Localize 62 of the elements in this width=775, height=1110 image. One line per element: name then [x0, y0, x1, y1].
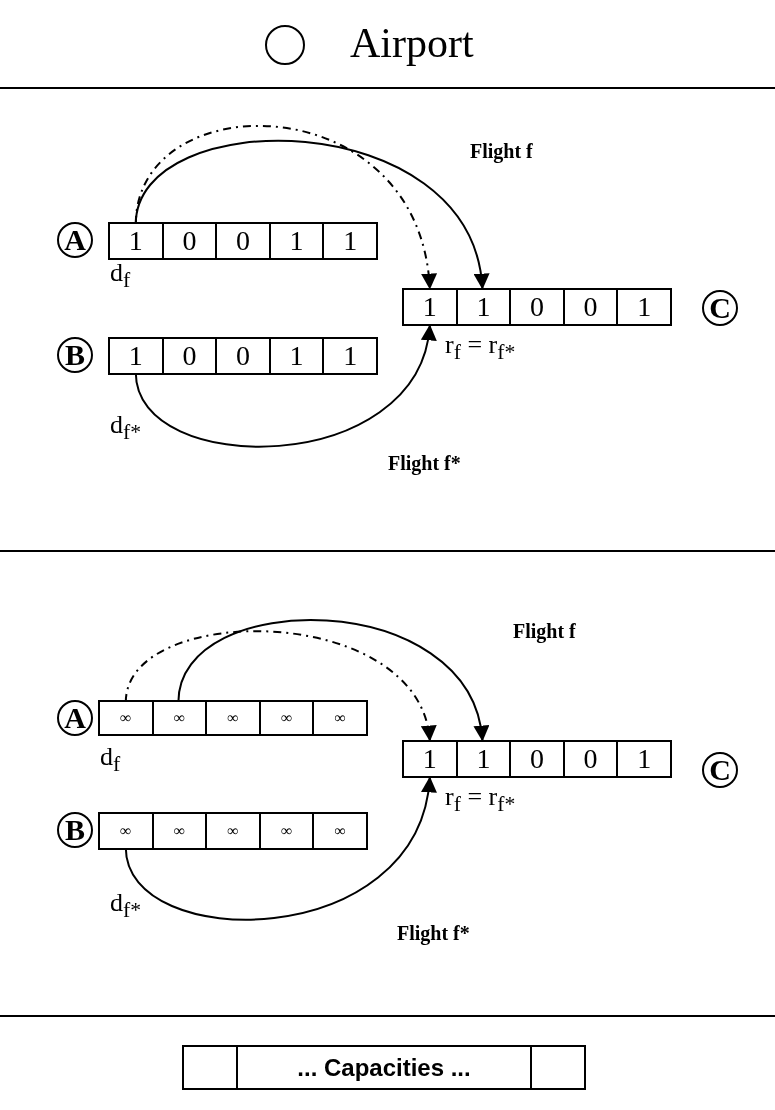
array-cell: ∞ — [205, 702, 259, 734]
array-cell: ∞ — [312, 814, 366, 848]
array-cell: 1 — [616, 290, 670, 324]
circled-letter: B — [57, 337, 93, 373]
array-cell: 1 — [268, 224, 323, 258]
capacity-segment — [530, 1045, 586, 1090]
array-cell: ∞ — [205, 814, 259, 848]
array-cell: 0 — [509, 290, 563, 324]
array-cell: 0 — [562, 742, 617, 776]
array-label: d$_{f}$ — [110, 258, 131, 294]
array-box — [108, 222, 378, 260]
array-cell: ∞ — [151, 814, 206, 848]
arrow — [134, 140, 488, 290]
array-label: d$_{f}$ — [100, 742, 121, 778]
legend-text: Airport — [350, 19, 474, 67]
array-box — [98, 700, 368, 736]
array-cell: ∞ — [151, 702, 206, 734]
array-cell: 1 — [322, 224, 376, 258]
capacity-segment — [182, 1045, 238, 1090]
arrow — [134, 125, 436, 290]
edge-label: Flight f — [513, 620, 576, 643]
array-cell: 0 — [509, 742, 563, 776]
capacity-segment: ... Capacities ... — [236, 1045, 532, 1090]
array-cell: 1 — [616, 742, 670, 776]
circled-letter: B — [57, 812, 93, 848]
array-cell: 1 — [404, 742, 456, 776]
array-label: d$_{f*}$ — [110, 410, 142, 446]
circled-letter: C — [702, 290, 738, 326]
array-label: d$_{f*}$ — [110, 888, 142, 924]
array-box — [402, 740, 672, 778]
array-box — [402, 288, 672, 326]
edge-label: Flight f* — [397, 922, 470, 945]
array-cell: 1 — [322, 339, 376, 373]
array-cell: 1 — [268, 339, 323, 373]
array-cell: ∞ — [258, 702, 313, 734]
array-label: r$_{f}$ = r$_{f*}$ — [445, 782, 516, 818]
array-cell: 1 — [110, 339, 162, 373]
array-cell: 0 — [215, 339, 269, 373]
arrow — [124, 776, 435, 921]
circled-letter: A — [57, 700, 93, 736]
array-cell: 1 — [455, 742, 510, 776]
arrow — [177, 619, 487, 742]
array-box — [108, 337, 378, 375]
edge-label: Flight f — [470, 140, 533, 163]
array-cell: ∞ — [100, 814, 152, 848]
array-cell: 0 — [215, 224, 269, 258]
array-cell: ∞ — [258, 814, 313, 848]
array-label: r$_{f}$ = r$_{f*}$ — [445, 330, 516, 366]
array-cell: 1 — [110, 224, 162, 258]
array-cell: ∞ — [312, 702, 366, 734]
edge-label: Flight f* — [388, 452, 461, 475]
circled-letter: C — [702, 752, 738, 788]
array-box — [98, 812, 368, 850]
array-cell: 1 — [404, 290, 456, 324]
array-cell: ∞ — [100, 702, 152, 734]
arrow — [134, 324, 435, 448]
circled-letter: A — [57, 222, 93, 258]
array-cell: 0 — [562, 290, 617, 324]
array-cell: 0 — [161, 224, 216, 258]
arrow — [124, 630, 434, 742]
array-cell: 0 — [161, 339, 216, 373]
array-cell: 1 — [455, 290, 510, 324]
